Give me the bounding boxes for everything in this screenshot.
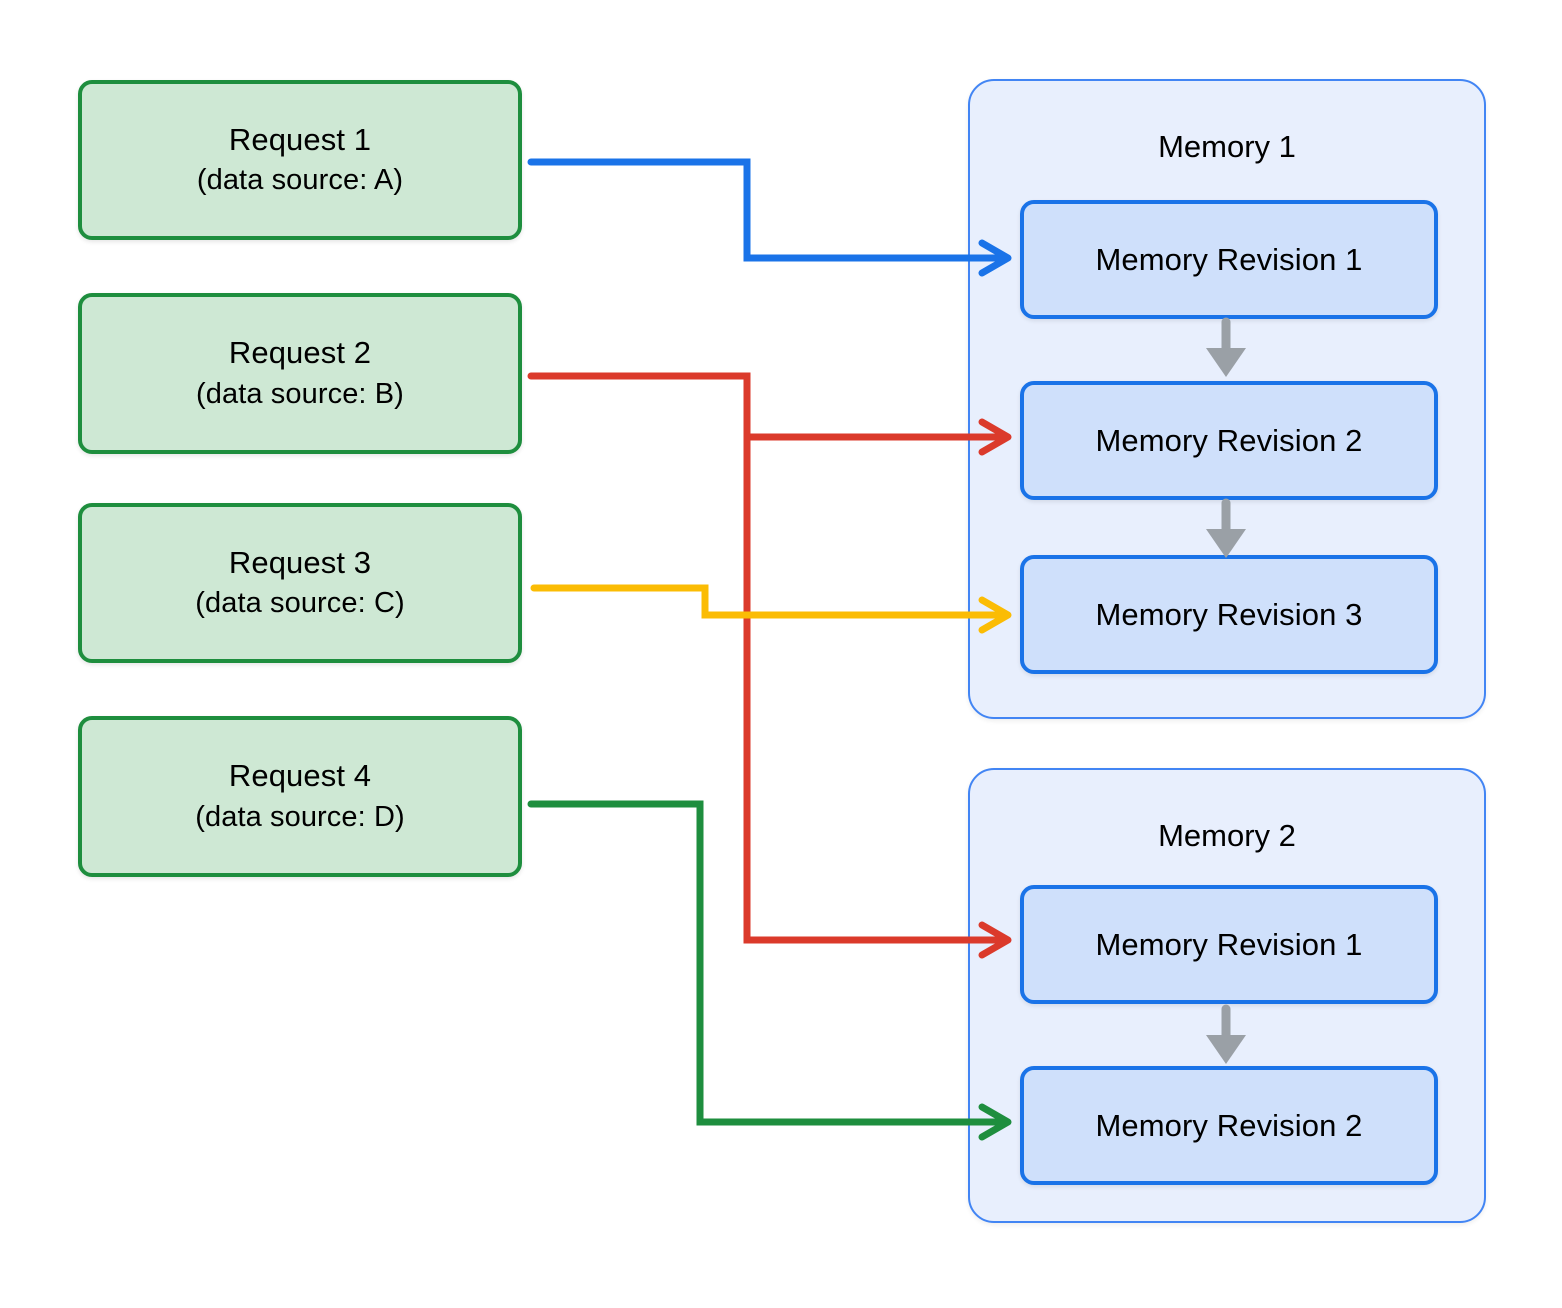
connector-request-3 (530, 584, 1012, 634)
connector-request-4 (527, 800, 1012, 1141)
request-subtitle: (data source: D) (195, 800, 405, 833)
revision-label: Memory Revision 2 (1095, 422, 1363, 458)
memory-2-revision-box-1[interactable]: Memory Revision 1 (1020, 885, 1438, 1004)
request-subtitle: (data source: B) (196, 377, 404, 410)
request-title: Request 1 (228, 121, 372, 157)
connector-request-1 (527, 158, 1012, 277)
request-title: Request 4 (228, 758, 372, 794)
memory-1-revision-box-3[interactable]: Memory Revision 3 (1020, 555, 1438, 674)
memory-1-revision-box-2[interactable]: Memory Revision 2 (1020, 381, 1438, 500)
request-box-4[interactable]: Request 4 (data source: D) (78, 716, 522, 877)
revision-label: Memory Revision 1 (1095, 241, 1363, 277)
request-title: Request 3 (228, 544, 372, 580)
request-title: Request 2 (228, 335, 372, 371)
memory-panel-1[interactable]: Memory 1 Memory Revision 1 Memory Revisi… (968, 79, 1486, 719)
memory-2-revision-box-2[interactable]: Memory Revision 2 (1020, 1066, 1438, 1185)
connector-request-2 (527, 372, 1012, 959)
revision-label: Memory Revision 2 (1095, 1107, 1363, 1143)
memory-1-revision-box-1[interactable]: Memory Revision 1 (1020, 200, 1438, 319)
request-box-1[interactable]: Request 1 (data source: A) (78, 80, 522, 240)
memory-panel-title: Memory 1 (1158, 129, 1296, 164)
request-box-3[interactable]: Request 3 (data source: C) (78, 503, 522, 663)
revision-label: Memory Revision 1 (1095, 926, 1363, 962)
request-box-2[interactable]: Request 2 (data source: B) (78, 293, 522, 454)
memory-panel-title: Memory 2 (1158, 818, 1296, 853)
revision-label: Memory Revision 3 (1095, 596, 1363, 632)
memory-panel-2[interactable]: Memory 2 Memory Revision 1 Memory Revisi… (968, 768, 1486, 1223)
request-subtitle: (data source: C) (195, 587, 405, 620)
request-subtitle: (data source: A) (196, 164, 404, 197)
